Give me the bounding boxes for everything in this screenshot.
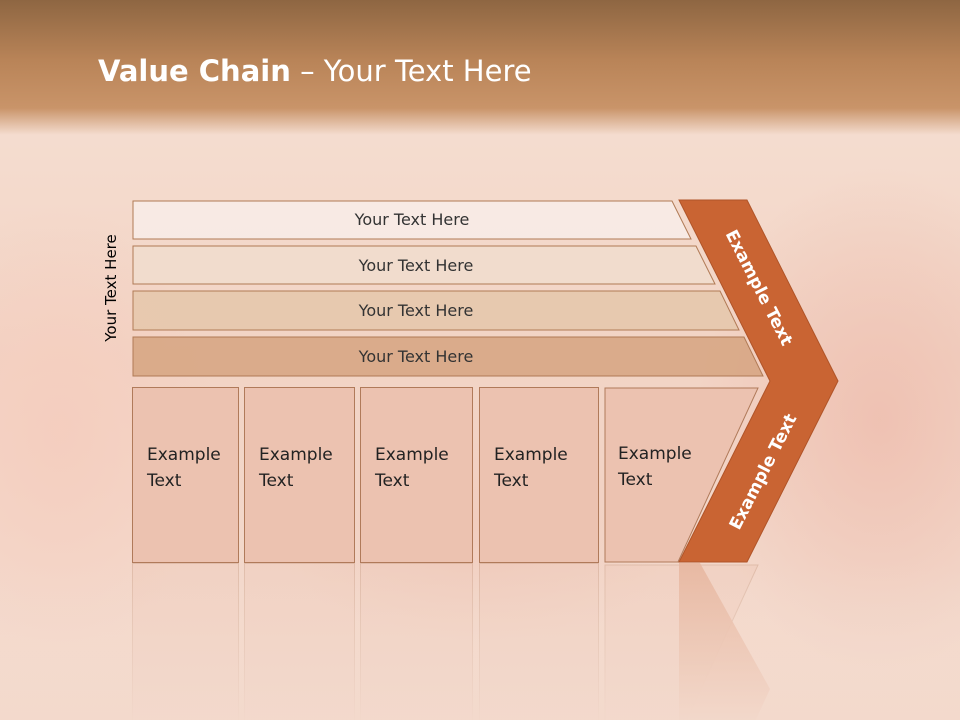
row-1-text: Your Text Here xyxy=(354,210,470,229)
box-5-text-line1: Example xyxy=(618,444,692,464)
box-5-text: Example Text xyxy=(618,441,692,493)
side-label: Your Text Here xyxy=(102,234,120,342)
box-4-line1: Example xyxy=(494,445,568,465)
box-5-text-line2: Text xyxy=(618,470,653,490)
row-4-text: Your Text Here xyxy=(358,347,474,366)
box-4-line2: Text xyxy=(494,471,529,491)
box-1-line2: Text xyxy=(147,471,182,491)
reflection-fade xyxy=(0,563,960,720)
title-rest: – Your Text Here xyxy=(290,54,532,88)
title-bold: Value Chain xyxy=(98,54,291,88)
box-4: Example Text xyxy=(479,387,599,563)
box-3: Example Text xyxy=(360,387,473,563)
row-2-text: Your Text Here xyxy=(358,256,474,275)
slide-title: Value Chain – Your Text Here xyxy=(98,54,532,88)
box-3-line2: Text xyxy=(375,471,410,491)
box-2-line1: Example xyxy=(259,445,333,465)
box-2: Example Text xyxy=(244,387,355,563)
box-2-line2: Text xyxy=(259,471,294,491)
box-1: Example Text xyxy=(132,387,239,563)
box-3-line1: Example xyxy=(375,445,449,465)
title-bar xyxy=(0,0,960,135)
row-3-text: Your Text Here xyxy=(358,301,474,320)
box-1-line1: Example xyxy=(147,445,221,465)
reflection xyxy=(0,563,960,720)
